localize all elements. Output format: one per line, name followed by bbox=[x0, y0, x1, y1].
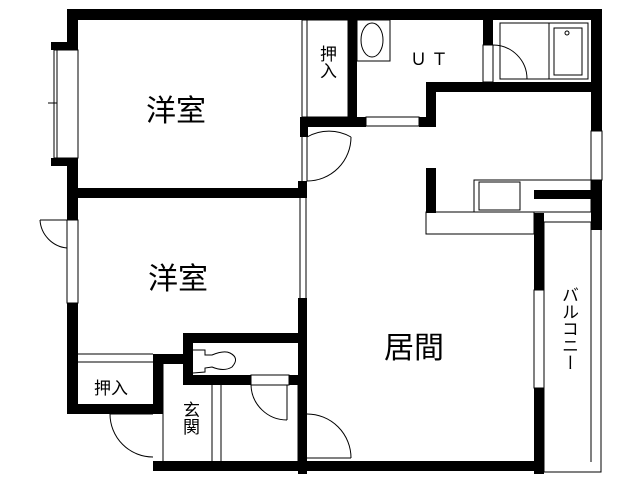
room-label-entrance: 玄関 bbox=[179, 401, 199, 435]
room-label-closet-upper: 押入 bbox=[316, 45, 336, 79]
room-label-western-room-2: 洋室 bbox=[148, 262, 208, 297]
room-label-utility: ＵＴ bbox=[410, 50, 452, 70]
room-label-closet-lower: 押入 bbox=[94, 379, 128, 399]
thin-lines bbox=[39, 19, 603, 473]
room-label-living-room: 居間 bbox=[384, 331, 444, 366]
walls bbox=[51, 9, 602, 474]
room-label-balcony: バルコニー bbox=[558, 286, 578, 371]
room-label-western-room-1: 洋室 bbox=[146, 94, 206, 129]
